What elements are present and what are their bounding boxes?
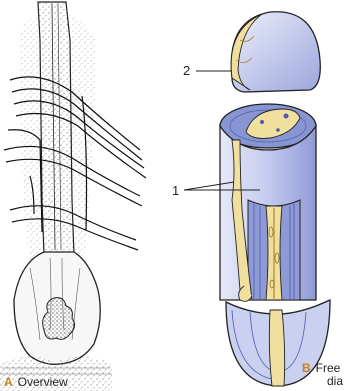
panel-a-drawing [0, 2, 146, 391]
panel-a-caption-text: Overview [18, 375, 68, 389]
callout-label-1: 1 [172, 183, 179, 198]
panel-b-drawing [184, 12, 330, 386]
base-axon [269, 310, 284, 386]
panel-a-letter: A [4, 375, 13, 389]
panel-b-caption-line2: dia [302, 375, 343, 388]
callout-label-2: 2 [183, 63, 190, 78]
panel-b-letter: B [302, 361, 311, 375]
panel-a-caption: A Overview [4, 376, 68, 389]
hair-shaft [38, 2, 74, 255]
panel-b-caption: B Free dia [302, 362, 343, 388]
panel-b-caption-line1: Free [316, 361, 341, 375]
capsule-dome [231, 12, 320, 92]
